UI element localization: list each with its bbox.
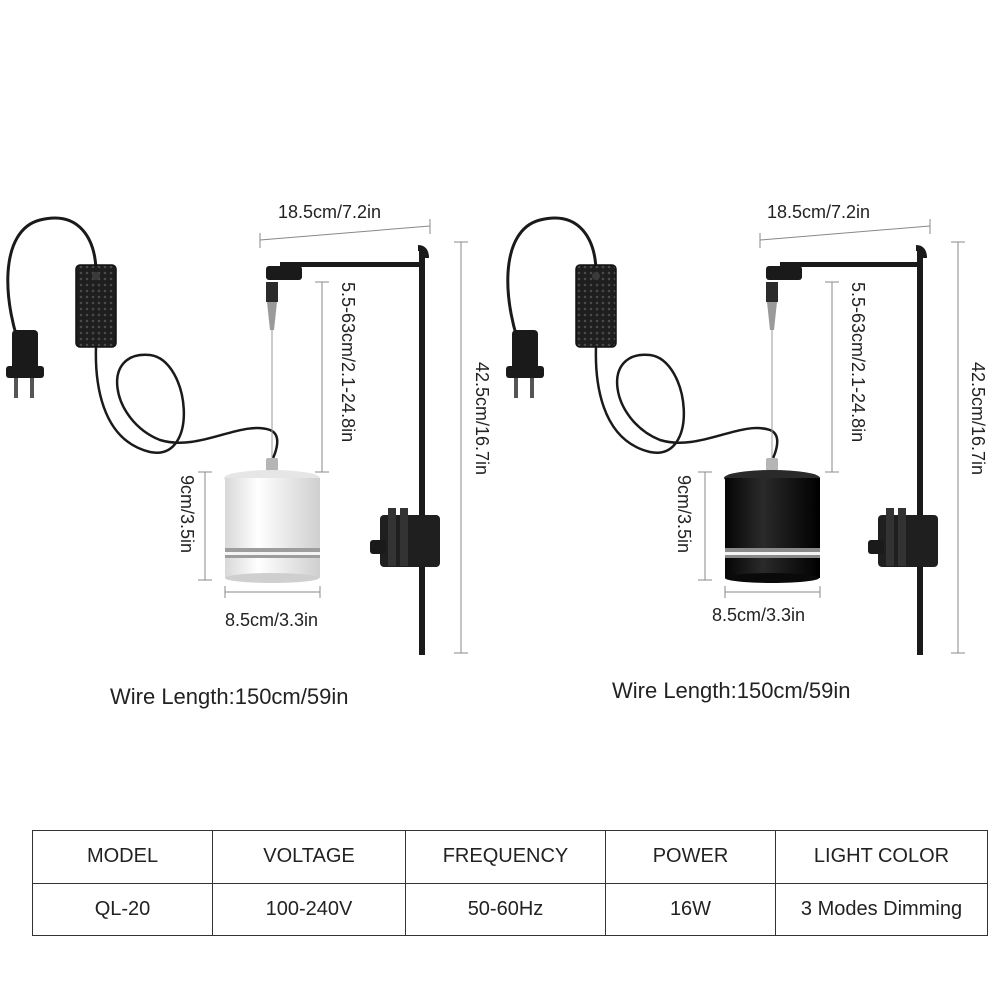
lamp-width-label: 8.5cm/3.3in — [225, 610, 319, 630]
power-cord — [6, 216, 98, 361]
dimension-lines — [698, 219, 965, 654]
spec-model: QL-20 — [32, 882, 213, 936]
tank-clamp — [868, 508, 938, 567]
arm-width-label: 18.5cm/7.2in — [767, 202, 871, 222]
coiled-cable — [594, 346, 779, 461]
spec-header-light-color: LIGHT COLOR — [775, 830, 988, 884]
product-white — [6, 216, 468, 655]
arm-width-label: 18.5cm/7.2in — [278, 202, 382, 222]
stand-arm — [280, 262, 425, 267]
pole-height-label: 42.5cm/16.7in — [472, 362, 492, 476]
coiled-cable — [94, 346, 279, 461]
spec-table: MODEL VOLTAGE FREQUENCY POWER LIGHT COLO… — [32, 830, 988, 936]
spec-light-color: 3 Modes Dimming — [775, 882, 988, 936]
wire-length-label: Wire Length:150cm/59in — [110, 684, 349, 709]
lamp-height-label: 9cm/3.5in — [177, 475, 197, 554]
spec-power: 16W — [605, 882, 776, 936]
wire-length-label: Wire Length:150cm/59in — [612, 678, 851, 703]
stand-pole — [917, 250, 923, 655]
spec-header-model: MODEL — [32, 830, 213, 884]
power-cord — [506, 216, 598, 361]
spec-header-row: MODEL VOLTAGE FREQUENCY POWER LIGHT COLO… — [32, 830, 988, 884]
product-black — [506, 216, 965, 655]
dimension-lines — [198, 219, 468, 654]
dimmer-controller — [75, 264, 117, 348]
stand-pole — [419, 250, 425, 655]
dimmer-controller — [575, 264, 617, 348]
tank-clamp — [370, 508, 440, 567]
stand-arm — [780, 262, 923, 267]
lamp-width-label: 8.5cm/3.3in — [712, 605, 806, 625]
lamp-black — [724, 458, 820, 583]
spec-header-voltage: VOLTAGE — [212, 830, 406, 884]
pole-height-label: 42.5cm/16.7in — [968, 362, 988, 476]
hang-range-label: 5.5-63cm/2.1-24.8in — [338, 282, 358, 443]
spec-frequency: 50-60Hz — [405, 882, 606, 936]
spec-value-row: QL-20 100-240V 50-60Hz 16W 3 Modes Dimmi… — [32, 882, 988, 936]
spec-header-frequency: FREQUENCY — [405, 830, 606, 884]
power-plug-icon — [506, 330, 544, 398]
lamp-white — [224, 458, 320, 583]
hang-range-label: 5.5-63cm/2.1-24.8in — [848, 282, 868, 443]
spec-header-power: POWER — [605, 830, 776, 884]
lamp-height-label: 9cm/3.5in — [674, 475, 694, 554]
spec-voltage: 100-240V — [212, 882, 406, 936]
power-plug-icon — [6, 330, 44, 398]
